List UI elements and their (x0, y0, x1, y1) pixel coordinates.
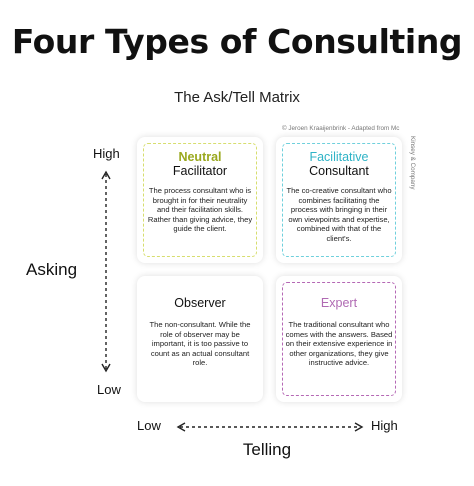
page-subtitle: The Ask/Tell Matrix (174, 89, 300, 106)
vertical-axis-title: Asking (26, 260, 78, 279)
horizontal-axis-title: Telling (242, 440, 292, 459)
vertical-axis-high-label: High (93, 146, 120, 161)
dashed-frame (282, 143, 396, 257)
quadrant-observer: Observer The non-consultant. While the r… (137, 276, 263, 402)
horizontal-axis-arrow (176, 422, 364, 432)
vertical-axis-arrow (101, 170, 111, 373)
quadrant-facilitative-consultant: Facilitative Consultant The co-creative … (276, 137, 402, 263)
quadrant-heading: Observer (174, 296, 226, 310)
quadrant-heading-accent: Facilitative (309, 150, 369, 164)
quadrant-heading-accent: Neutral (178, 150, 222, 164)
horizontal-axis-high-label: High (371, 418, 398, 433)
horizontal-axis-low-label: Low (137, 418, 161, 433)
credit-text-vertical: Kinsey & Company (409, 136, 416, 190)
dashed-frame (143, 143, 257, 257)
page-title: Four Types of Consulting (11, 22, 463, 61)
quadrant-description: The non-consultant. While the role of ob… (149, 320, 251, 368)
credit-text: © Jeroen Kraaijenbrink - Adapted from Mc (282, 125, 400, 132)
quadrant-description: The co-creative consultant who combines … (286, 186, 392, 243)
vertical-axis-low-label: Low (97, 382, 121, 397)
quadrant-description: The process consultant who is brought in… (147, 186, 253, 234)
quadrant-description: The traditional consultant who comes wit… (285, 320, 393, 368)
quadrant-heading-accent: Expert (320, 296, 358, 310)
quadrant-heading: Consultant (309, 164, 369, 178)
quadrant-heading: Facilitator (172, 164, 228, 178)
dashed-frame (282, 282, 396, 396)
quadrant-neutral-facilitator: Neutral Facilitator The process consulta… (137, 137, 263, 263)
quadrant-expert: Expert The traditional consultant who co… (276, 276, 402, 402)
